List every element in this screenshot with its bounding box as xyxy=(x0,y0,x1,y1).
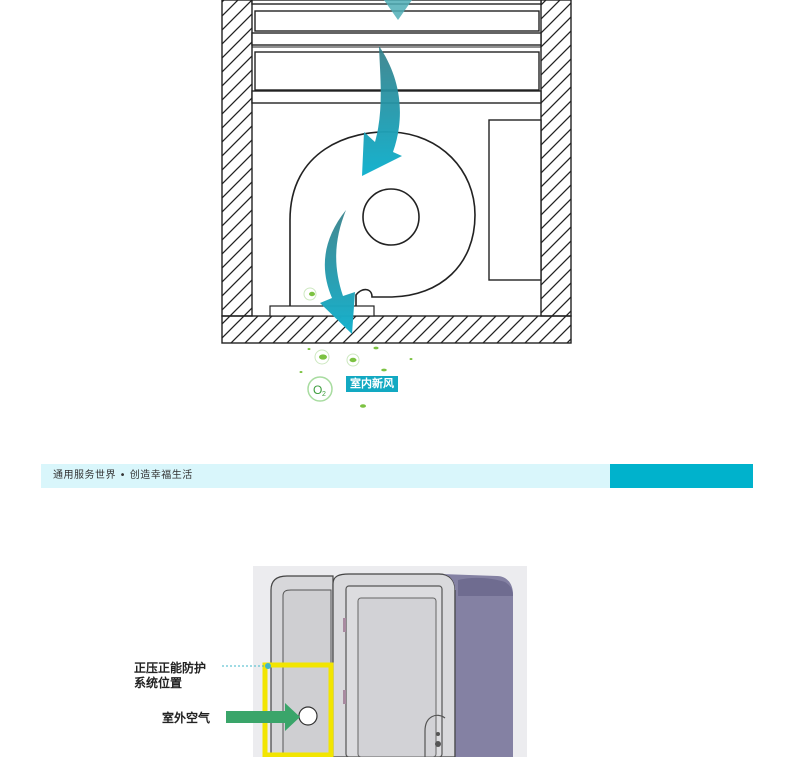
outdoor-air-label: 室外空气 xyxy=(162,711,211,725)
indoor-air-label: 室内新风 xyxy=(346,376,398,392)
o2-bubble xyxy=(307,376,333,402)
callout-dot xyxy=(265,663,271,669)
housing-base xyxy=(269,305,375,317)
airflow-arrow-top xyxy=(384,0,412,20)
banner-accent-bar xyxy=(610,464,753,488)
system-position-label-line1: 正压正能防护 xyxy=(134,661,207,675)
airflow-arrow-middle xyxy=(362,46,402,176)
system-position-label-line2: 系统位置 xyxy=(134,676,183,690)
hinge-bottom xyxy=(343,690,346,704)
fan-hub xyxy=(362,188,420,246)
outdoor-air-inlet xyxy=(298,706,318,726)
airflow-arrow-bottom xyxy=(320,210,355,334)
leaf-particles xyxy=(299,291,413,408)
o2-subscript: 2 xyxy=(322,391,326,398)
motor-box xyxy=(488,119,542,281)
cabinet-render-drawing xyxy=(253,566,527,757)
system-position-label: 正压正能防护 系统位置 xyxy=(134,661,206,691)
left-wall xyxy=(221,0,253,317)
hinge-top xyxy=(343,618,346,632)
blower-housing xyxy=(289,131,476,313)
cabinet-render xyxy=(253,566,527,757)
right-wall xyxy=(540,0,572,317)
fan-cabinet-diagram: O 2 xyxy=(221,0,572,408)
bottom-wall xyxy=(221,315,572,344)
slogan-banner: 通用服务世界 • 创造幸福生活 xyxy=(41,464,753,488)
o2-symbol: O xyxy=(313,383,322,397)
door-lock xyxy=(435,741,441,747)
slogan-text: 通用服务世界 • 创造幸福生活 xyxy=(53,470,193,481)
door-bottom-curve xyxy=(424,714,446,757)
cabinet-side-panel xyxy=(441,574,513,757)
